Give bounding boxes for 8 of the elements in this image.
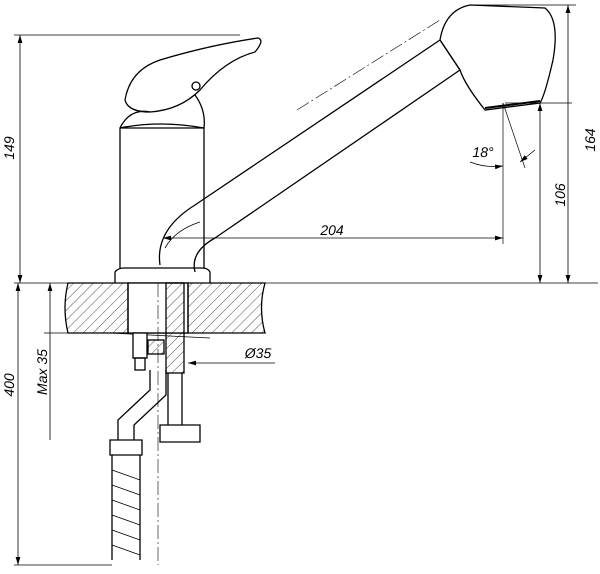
dimension-label: 106 [553, 183, 567, 207]
dimension-label: 149 [2, 136, 16, 160]
dimension-label: 204 [320, 223, 344, 237]
dimension-label: 400 [2, 373, 16, 397]
dimension-label: 18° [472, 145, 494, 159]
dimension-label: Max 35 [35, 349, 49, 395]
dimension-label: Ø35 [244, 346, 272, 360]
dimension-label: 164 [583, 128, 597, 152]
